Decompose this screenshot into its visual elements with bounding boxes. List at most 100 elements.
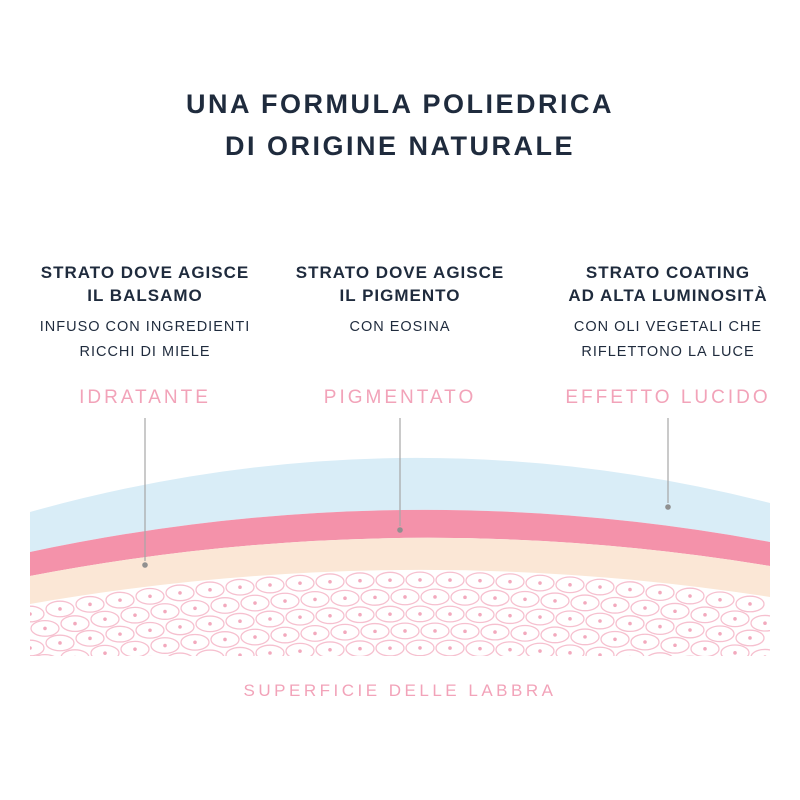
lip-cell-dot bbox=[238, 619, 242, 624]
lip-cell-dot bbox=[628, 621, 632, 626]
lip-cell-dot bbox=[208, 622, 212, 626]
lip-cell-dot bbox=[748, 602, 752, 606]
heading-line: IL BALSAMO bbox=[87, 285, 203, 305]
layer-description: CON OLI VEGETALI CHE RIFLETTONO LA LUCE bbox=[533, 315, 800, 364]
heading-line: STRATO DOVE AGISCE bbox=[295, 263, 505, 282]
pigment-layer bbox=[30, 509, 770, 576]
lip-cell-dot bbox=[118, 632, 122, 636]
lip-cell-dot bbox=[88, 602, 92, 607]
lip-cell-dot bbox=[463, 629, 467, 634]
lip-cell-dot bbox=[643, 640, 647, 644]
lip-cell-dot bbox=[73, 655, 77, 656]
lip-cell-dot bbox=[178, 591, 182, 595]
tag-hydrating: IDRATANTE bbox=[79, 387, 211, 408]
layer-heading: STRATO DOVE AGISCE IL PIGMENTO bbox=[265, 262, 535, 308]
lip-cell-dot bbox=[163, 609, 167, 614]
lip-cell-dot bbox=[148, 628, 152, 633]
lip-cell-dot bbox=[568, 583, 572, 587]
lip-cell-dot bbox=[58, 641, 62, 645]
lip-cell-dot bbox=[268, 583, 272, 587]
heading-line: STRATO DOVE AGISCE bbox=[40, 263, 250, 282]
lip-cell-dot bbox=[133, 647, 137, 651]
tag-glossy: EFFETTO LUCIDO bbox=[565, 387, 771, 408]
lip-cell-dot bbox=[493, 630, 497, 634]
lip-cell-dot bbox=[658, 659, 662, 663]
lip-cell-dot bbox=[88, 636, 92, 641]
lip-cell-dot bbox=[238, 585, 242, 590]
lip-cell-dot bbox=[343, 630, 347, 634]
lip-cell-dot bbox=[373, 629, 377, 634]
lip-cell-dot bbox=[508, 613, 512, 618]
lip-cell-dot bbox=[538, 649, 542, 653]
lip-cell-dot bbox=[418, 646, 422, 650]
description-line: RIFLETTONO LA LUCE bbox=[581, 343, 755, 360]
leader-dots bbox=[142, 504, 671, 568]
lip-cell-dot bbox=[478, 612, 482, 617]
lip-cell-dot bbox=[253, 635, 257, 639]
lip-cell-dot bbox=[373, 595, 377, 600]
lip-cell bbox=[750, 648, 770, 656]
lip-cell-dot bbox=[763, 655, 767, 656]
lip-cell-dot bbox=[538, 615, 542, 619]
lip-cell-dot bbox=[298, 649, 302, 653]
lip-cell-dot bbox=[193, 606, 197, 611]
lip-cell-dot bbox=[178, 659, 182, 663]
lip-cell-dot bbox=[298, 615, 302, 619]
lip-cell-dot bbox=[328, 579, 332, 584]
lip-cell-dot bbox=[58, 607, 62, 611]
lip-cell-dot bbox=[643, 606, 647, 610]
lip-cell-dot bbox=[433, 629, 437, 633]
lip-surface-cells bbox=[30, 571, 770, 681]
lip-cell-dot bbox=[30, 646, 32, 650]
lip-cell-dot bbox=[388, 646, 392, 650]
lip-cell-dot bbox=[613, 603, 617, 608]
lip-cell-dot bbox=[718, 597, 722, 602]
lip-cell-dot bbox=[448, 646, 452, 650]
lip-cell-dot bbox=[658, 624, 662, 629]
lip-cell-dot bbox=[733, 617, 737, 621]
lip-cell bbox=[76, 665, 104, 681]
lip-cell-dot bbox=[448, 578, 452, 582]
lip-cell-dot bbox=[463, 595, 467, 600]
lip-cell-dot bbox=[688, 628, 692, 632]
lip-cell-dot bbox=[583, 601, 587, 605]
lip-cell-dot bbox=[553, 633, 557, 637]
lip-cell-dot bbox=[403, 595, 407, 599]
description-line: CON OLI VEGETALI CHE bbox=[573, 318, 763, 335]
lip-cell bbox=[736, 664, 764, 680]
lip-cell-dot bbox=[448, 612, 452, 616]
lip-cell-dot bbox=[328, 613, 332, 618]
title-line-1: UNA FORMULA POLIEDRICA bbox=[186, 89, 614, 119]
lip-cell bbox=[30, 653, 60, 656]
lip-cell-dot bbox=[73, 621, 77, 626]
lip-cell-dot bbox=[358, 612, 362, 617]
lip-cell-dot bbox=[568, 651, 572, 655]
tag-pigmented: PIGMENTATO bbox=[323, 387, 477, 408]
lip-cell-dot bbox=[523, 631, 527, 636]
lip-cell-dot bbox=[418, 578, 422, 582]
lip-cell-dot bbox=[268, 617, 272, 621]
layer-heading: STRATO DOVE AGISCE IL BALSAMO bbox=[10, 262, 280, 308]
lip-cell-dot bbox=[268, 651, 272, 655]
layer-description: INFUSO CON INGREDIENTI RICCHI DI MIELE bbox=[10, 315, 280, 364]
lip-cell-dot bbox=[598, 619, 602, 623]
lip-cell-dot bbox=[358, 578, 362, 583]
lip-cell-dot bbox=[403, 629, 407, 633]
lip-cell-dot bbox=[508, 647, 512, 652]
lip-cell bbox=[706, 660, 734, 676]
layer-description: CON EOSINA bbox=[265, 315, 535, 340]
lip-cell-dot bbox=[283, 599, 287, 603]
lip-cell-dot bbox=[748, 670, 752, 674]
lip-cell-dot bbox=[30, 612, 32, 616]
lip-cell-dot bbox=[133, 613, 137, 617]
lip-cell-dot bbox=[148, 594, 152, 599]
description-line: CON EOSINA bbox=[349, 318, 451, 335]
description-line: INFUSO CON INGREDIENTI bbox=[39, 318, 251, 335]
leader-lines bbox=[144, 418, 669, 561]
lip-cell bbox=[165, 652, 195, 656]
lip-cell-dot bbox=[178, 625, 182, 629]
lip-cell-dot bbox=[103, 617, 107, 621]
lip-cell-dot bbox=[748, 636, 752, 640]
lip-cell-dot bbox=[763, 621, 767, 626]
lip-cell-dot bbox=[568, 617, 572, 621]
